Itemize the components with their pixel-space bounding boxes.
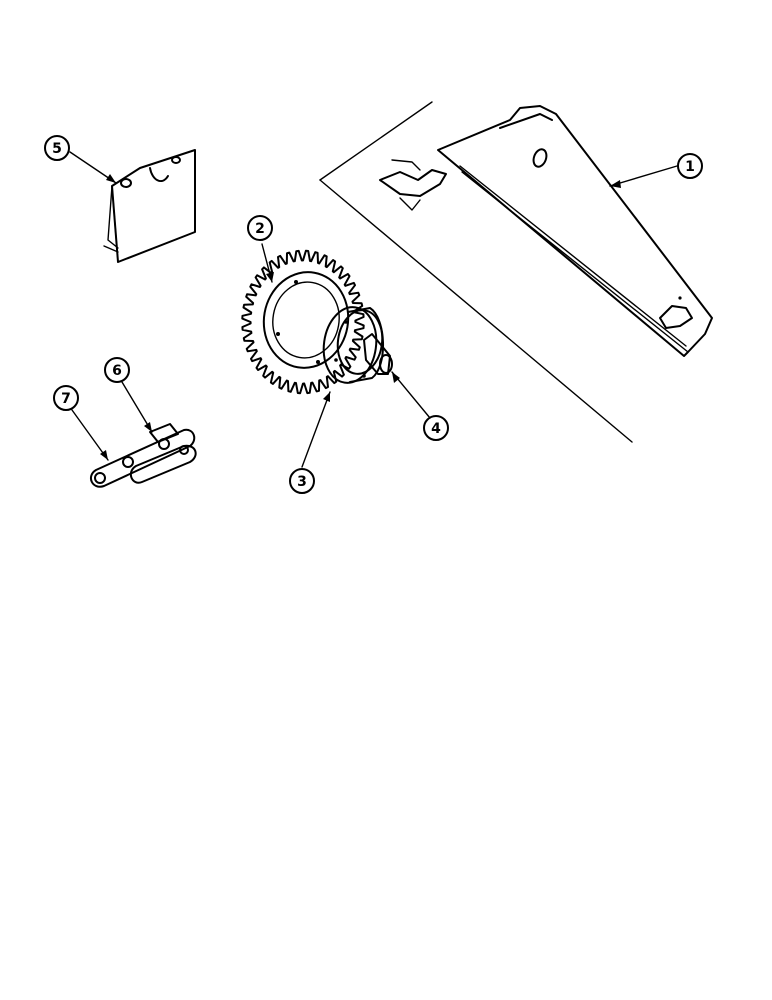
callout-5-label: 5 — [52, 141, 62, 157]
part-1-side-panel — [319, 101, 713, 443]
callout-4-label: 4 — [431, 421, 441, 437]
part-2-sprocket — [241, 243, 365, 395]
part-3-hub-flange — [301, 306, 384, 468]
part-4-hub-shaft — [363, 333, 431, 419]
callout-1: 1 — [677, 153, 703, 179]
callout-1-label: 1 — [685, 159, 695, 175]
callout-6-label: 6 — [112, 363, 122, 379]
callout-2-label: 2 — [255, 221, 265, 237]
callout-6: 6 — [104, 357, 130, 383]
callout-3: 3 — [289, 468, 315, 494]
callout-7-label: 7 — [61, 391, 71, 407]
sprocket-tooth-outline — [241, 249, 365, 395]
callout-7: 7 — [53, 385, 79, 411]
part-5-bracket — [69, 149, 196, 263]
callout-3-label: 3 — [297, 474, 307, 490]
callout-5: 5 — [44, 135, 70, 161]
sprocket-teeth — [241, 249, 365, 395]
callout-2: 2 — [247, 215, 273, 241]
callout-4: 4 — [423, 415, 449, 441]
part-6-7-chain — [71, 381, 197, 488]
